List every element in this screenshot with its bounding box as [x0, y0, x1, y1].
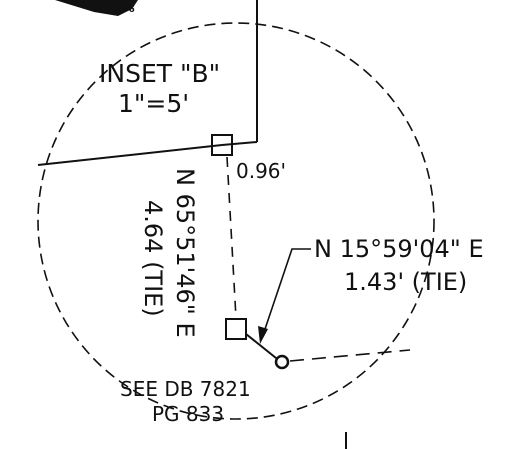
offset-distance-label: 0.96'	[236, 159, 286, 183]
monument-square-upper	[211, 134, 233, 156]
inset-title: INSET "B"	[99, 59, 220, 88]
left-distance-label: 4.64 (TIE)	[139, 200, 167, 317]
iron-pin-marker	[274, 354, 290, 370]
leader-arrowhead	[258, 326, 268, 344]
corner-tag-label: 376	[116, 5, 135, 15]
inset-boundary-circle	[37, 22, 435, 420]
deed-book-label: SEE DB 7821	[120, 377, 251, 401]
monument-square-lower	[225, 318, 247, 340]
right-distance-label: 1.43' (TIE)	[344, 268, 467, 296]
tie-line-vertical	[226, 156, 237, 319]
dashed-line-east	[289, 349, 411, 362]
inset-scale: 1"=5'	[118, 89, 189, 118]
deed-page-label: PG 833	[152, 402, 224, 426]
road-edge-corner	[55, 0, 138, 16]
left-bearing-label: N 65°51'46" E	[171, 168, 199, 338]
leader-line	[261, 248, 311, 339]
tie-line-to-pin	[245, 333, 282, 363]
right-bearing-label: N 15°59'04" E	[314, 235, 484, 263]
property-line-upper	[221, 141, 258, 146]
property-line-lower-left	[37, 144, 223, 166]
